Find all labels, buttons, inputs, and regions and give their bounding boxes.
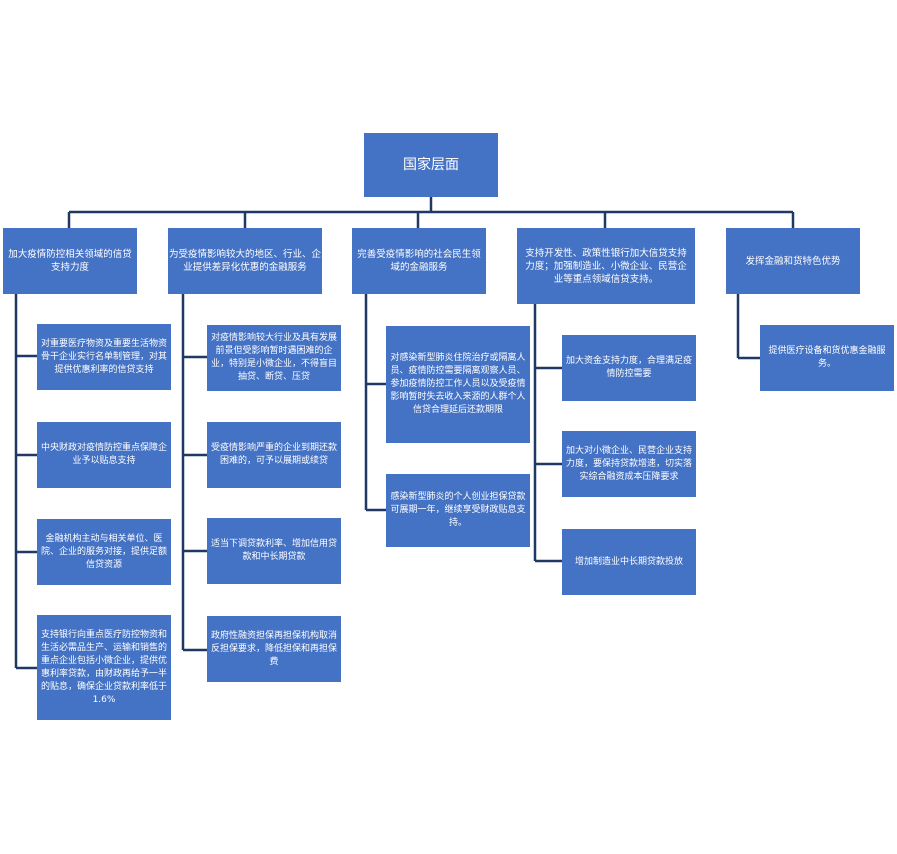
leaf-node-2-3: 适当下调贷款利率、增加信用贷款和中长期贷款 <box>207 518 341 584</box>
root-node: 国家层面 <box>364 133 498 197</box>
leaf-label: 支持银行向重点医疗防控物资和生活必需品生产、运输和销售的重点企业包括小微企业，提… <box>41 629 168 705</box>
leaf-node-3-2: 感染新型肺炎的个人创业担保贷款可展期一年，继续享受财政贴息支持。 <box>386 474 530 547</box>
leaf-label: 增加制造业中长期贷款投放 <box>574 556 683 567</box>
leaf-node-2-2: 受疫情影响严重的企业到期还款困难的，可予以展期或续贷 <box>207 422 341 488</box>
leaf-label: 对感染新型肺炎住院治疗或隔离人员、疫情防控需要隔离观察人员、参加疫情防控工作人员… <box>390 353 526 415</box>
root-label: 国家层面 <box>403 156 459 173</box>
branch-node-1: 加大疫情防控相关领域的信贷支持力度 <box>3 228 137 294</box>
branch-label: 加大疫情防控相关领域的信贷支持力度 <box>8 249 132 273</box>
leaf-label: 加大资金支持力度，合理满足疫情防控需要 <box>566 356 693 379</box>
leaf-node-1-2: 中央财政对疫情防控重点保障企业予以贴息支持 <box>37 422 171 488</box>
leaf-label: 金融机构主动与相关单位、医院、企业的服务对接，提供足额信贷资源 <box>41 533 168 570</box>
leaf-node-4-2: 加大对小微企业、民营企业支持力度，要保持贷款增速，切实落实综合融资成本压降要求 <box>562 431 696 497</box>
leaf-node-3-1: 对感染新型肺炎住院治疗或隔离人员、疫情防控需要隔离观察人员、参加疫情防控工作人员… <box>386 326 530 443</box>
leaf-node-1-4: 支持银行向重点医疗防控物资和生活必需品生产、运输和销售的重点企业包括小微企业，提… <box>37 615 171 720</box>
branch-label: 支持开发性、政策性银行加大信贷支持力度；加强制造业、小微企业、民营企业等重点领域… <box>525 247 687 285</box>
branch-label: 发挥金融和货特色优势 <box>745 255 841 267</box>
leaf-label: 政府性融资担保再担保机构取消反担保要求，降低担保和再担保费 <box>211 630 338 667</box>
leaf-node-5-1: 提供医疗设备和货优惠金融服务。 <box>760 325 894 391</box>
branch-label: 为受疫情影响较大的地区、行业、企业提供差异化优惠的金融服务 <box>169 249 322 273</box>
leaf-label: 对疫情影响较大行业及具有发展前景但受影响暂时遇困难的企业，特别是小微企业，不得盲… <box>211 333 338 382</box>
leaf-node-1-1: 对重要医疗物资及重要生活物资骨干企业实行名单制管理，对其提供优惠利率的信贷支持 <box>37 324 171 390</box>
leaf-label: 适当下调贷款利率、增加信用贷款和中长期贷款 <box>211 539 338 562</box>
leaf-node-1-3: 金融机构主动与相关单位、医院、企业的服务对接，提供足额信贷资源 <box>37 519 171 585</box>
leaf-label: 加大对小微企业、民营企业支持力度，要保持贷款增速，切实落实综合融资成本压降要求 <box>566 445 693 482</box>
leaf-node-2-1: 对疫情影响较大行业及具有发展前景但受影响暂时遇困难的企业，特别是小微企业，不得盲… <box>207 325 341 391</box>
leaf-label: 提供医疗设备和货优惠金融服务。 <box>768 346 886 369</box>
leaf-label: 对重要医疗物资及重要生活物资骨干企业实行名单制管理，对其提供优惠利率的信贷支持 <box>41 338 168 375</box>
branch-node-5: 发挥金融和货特色优势 <box>726 228 860 294</box>
branch-node-3: 完善受疫情影响的社会民生领域的金融服务 <box>352 228 486 294</box>
leaf-node-2-4: 政府性融资担保再担保机构取消反担保要求，降低担保和再担保费 <box>207 616 341 682</box>
leaf-node-4-3: 增加制造业中长期贷款投放 <box>562 529 696 595</box>
branch-node-2: 为受疫情影响较大的地区、行业、企业提供差异化优惠的金融服务 <box>168 228 322 294</box>
leaf-node-4-1: 加大资金支持力度，合理满足疫情防控需要 <box>562 335 696 401</box>
branch-label: 完善受疫情影响的社会民生领域的金融服务 <box>357 249 481 273</box>
branch-node-4: 支持开发性、政策性银行加大信贷支持力度；加强制造业、小微企业、民营企业等重点领域… <box>517 228 695 304</box>
leaf-label: 受疫情影响严重的企业到期还款困难的，可予以展期或续贷 <box>211 443 338 466</box>
leaf-label: 中央财政对疫情防控重点保障企业予以贴息支持 <box>41 443 168 466</box>
leaf-label: 感染新型肺炎的个人创业担保贷款可展期一年，继续享受财政贴息支持。 <box>390 492 526 528</box>
